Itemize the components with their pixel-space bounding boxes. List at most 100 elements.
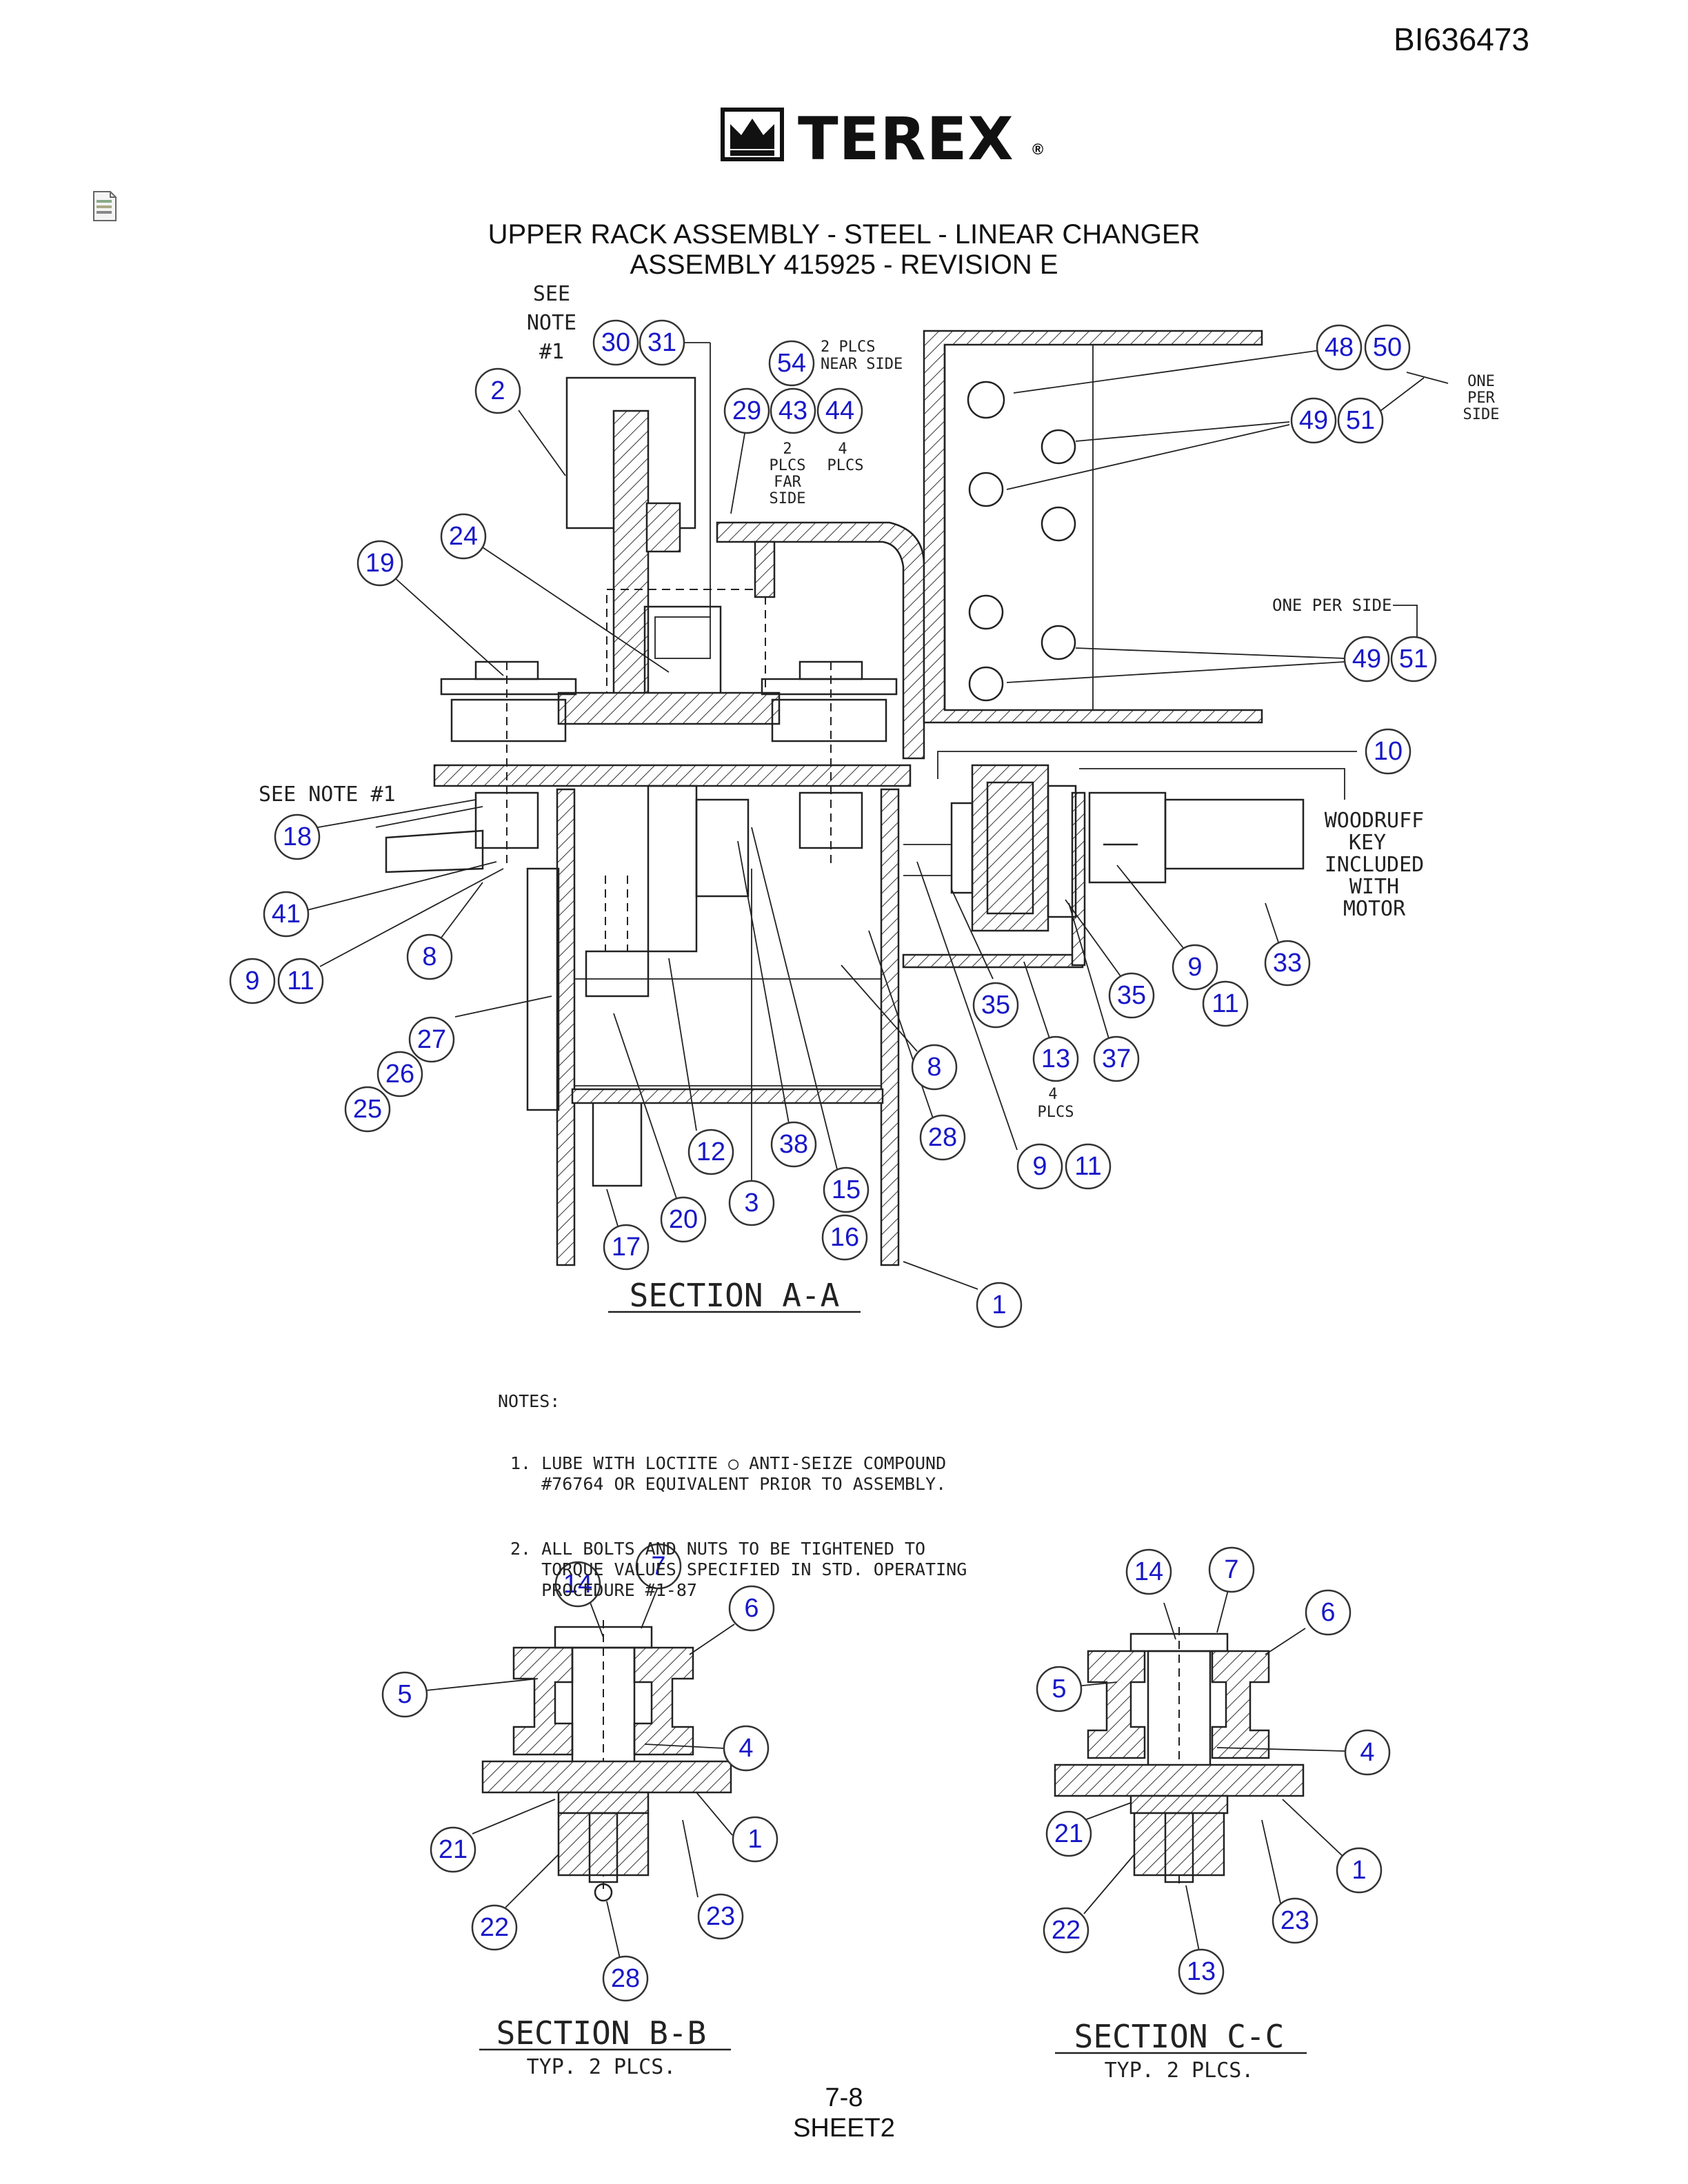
woodruff-label-5: MOTOR [1343, 897, 1406, 921]
notes-block: NOTES: 1. LUBE WITH LOCTITE ○ ANTI-SEIZE… [498, 1350, 967, 1621]
svg-text:11: 11 [1212, 989, 1238, 1018]
callout-bubble: 35 [1108, 972, 1155, 1019]
page-number: 7-8 [825, 2083, 863, 2112]
callout-bubble: 49 [1290, 397, 1337, 444]
svg-text:1: 1 [1352, 1856, 1366, 1885]
callout-bubble: 10 [1365, 728, 1411, 775]
near-side-label-1: 2 PLCS [821, 338, 875, 356]
four-plcs-13-label-1: 4 [1048, 1086, 1057, 1103]
callout-bubble: 28 [919, 1114, 966, 1161]
section-a-a-leaders [307, 342, 1449, 1290]
svg-text:37: 37 [1102, 1044, 1131, 1073]
svg-text:24: 24 [449, 522, 478, 551]
drawing-title-line-2: ASSEMBLY 415925 - REVISION E [630, 250, 1058, 280]
callout-bubble: 13 [1032, 1035, 1079, 1082]
callout-bubble: 41 [263, 891, 310, 938]
callout-bubble: 4 [1344, 1729, 1391, 1776]
note-2: 2. ALL BOLTS AND NUTS TO BE TIGHTENED TO… [510, 1539, 967, 1600]
callout-bubble: 28 [602, 1955, 649, 2002]
section-c-c-subtitle: TYP. 2 PLCS. [1105, 2059, 1254, 2083]
svg-text:44: 44 [825, 396, 854, 425]
svg-text:50: 50 [1373, 333, 1402, 362]
see-note-label-3: #1 [539, 340, 564, 364]
callout-bubble: 35 [972, 982, 1019, 1029]
callout-bubble: 48 [1316, 324, 1363, 371]
callout-bubble: 14 [1125, 1548, 1172, 1595]
svg-text:1: 1 [747, 1825, 762, 1854]
section-b-b-callouts: 14 7 6 5 4 1 21 23 22 28 [381, 1543, 778, 2002]
callout-bubble: 51 [1337, 397, 1384, 444]
svg-text:28: 28 [611, 1964, 640, 1993]
svg-text:19: 19 [365, 549, 394, 578]
svg-text:15: 15 [832, 1175, 861, 1204]
callout-bubble: 16 [821, 1214, 868, 1261]
woodruff-label-1: WOODRUFF [1325, 809, 1425, 833]
callout-bubble: 6 [728, 1585, 775, 1632]
document-icon[interactable] [91, 190, 119, 222]
svg-text:21: 21 [1054, 1819, 1083, 1848]
svg-text:4: 4 [1360, 1738, 1374, 1767]
svg-text:22: 22 [480, 1913, 509, 1942]
callout-bubble: 23 [697, 1893, 744, 1940]
document-id: BI636473 [1394, 21, 1529, 57]
section-b-b-subtitle: TYP. 2 PLCS. [527, 2055, 676, 2079]
callout-bubble: 4 [723, 1725, 770, 1772]
callout-bubble: 1 [732, 1816, 778, 1863]
svg-text:49: 49 [1352, 645, 1381, 674]
svg-text:48: 48 [1325, 333, 1354, 362]
callout-bubble: 25 [344, 1086, 391, 1133]
svg-text:8: 8 [422, 942, 436, 971]
callout-bubble: 5 [381, 1671, 428, 1718]
callout-bubble: 18 [274, 813, 321, 860]
section-b-b-drawing [481, 1620, 732, 1902]
svg-text:31: 31 [647, 328, 676, 357]
callout-bubble: 2 [474, 367, 521, 414]
svg-text:10: 10 [1374, 737, 1403, 766]
terex-crown-icon [721, 108, 784, 161]
callout-bubble: 37 [1093, 1035, 1140, 1082]
four-plcs-label-1: 4 [838, 441, 847, 458]
callout-bubble: 50 [1364, 324, 1411, 371]
callout-bubble: 11 [277, 958, 324, 1004]
callout-bubble: 19 [356, 540, 403, 587]
far-side-label-3: FAR [774, 474, 801, 491]
section-c-c-drawing [1054, 1627, 1305, 1885]
svg-text:28: 28 [928, 1123, 957, 1152]
callout-bubble: 29 [723, 387, 770, 434]
callout-bubble: 6 [1305, 1589, 1352, 1636]
callout-bubble: 26 [376, 1051, 423, 1098]
registered-mark: ® [1032, 141, 1044, 158]
woodruff-label-4: WITH [1349, 875, 1399, 899]
svg-text:5: 5 [397, 1680, 412, 1709]
callout-bubble: 22 [471, 1904, 518, 1951]
callout-bubble: 27 [408, 1016, 455, 1063]
callout-bubble: 9 [1016, 1143, 1063, 1190]
svg-text:22: 22 [1052, 1916, 1081, 1945]
svg-text:43: 43 [778, 396, 807, 425]
svg-text:3: 3 [744, 1189, 758, 1217]
svg-text:8: 8 [927, 1053, 941, 1082]
svg-text:35: 35 [981, 991, 1010, 1020]
near-side-label-2: NEAR SIDE [821, 356, 903, 373]
notes-heading: NOTES: [498, 1391, 561, 1411]
callout-bubble: 17 [603, 1224, 650, 1271]
svg-text:51: 51 [1346, 406, 1375, 435]
svg-text:9: 9 [245, 967, 259, 995]
callout-bubble: 20 [660, 1196, 707, 1243]
see-note-label-1: SEE [533, 282, 570, 306]
svg-text:1: 1 [992, 1291, 1006, 1320]
svg-text:54: 54 [777, 349, 806, 378]
far-side-label-4: SIDE [770, 490, 806, 507]
svg-text:2: 2 [490, 376, 505, 405]
callout-bubble: 33 [1264, 940, 1311, 987]
svg-text:11: 11 [287, 967, 314, 995]
note-1: 1. LUBE WITH LOCTITE ○ ANTI-SEIZE COMPOU… [510, 1453, 947, 1494]
one-per-side-label-3: SIDE [1463, 406, 1500, 423]
svg-text:9: 9 [1032, 1152, 1047, 1181]
callout-bubble: 43 [770, 387, 816, 434]
callout-bubble: 13 [1178, 1948, 1225, 1995]
svg-text:41: 41 [272, 900, 301, 929]
callout-bubble: 31 [639, 319, 685, 366]
callout-bubble: 14 [554, 1561, 601, 1608]
svg-text:35: 35 [1117, 981, 1146, 1010]
